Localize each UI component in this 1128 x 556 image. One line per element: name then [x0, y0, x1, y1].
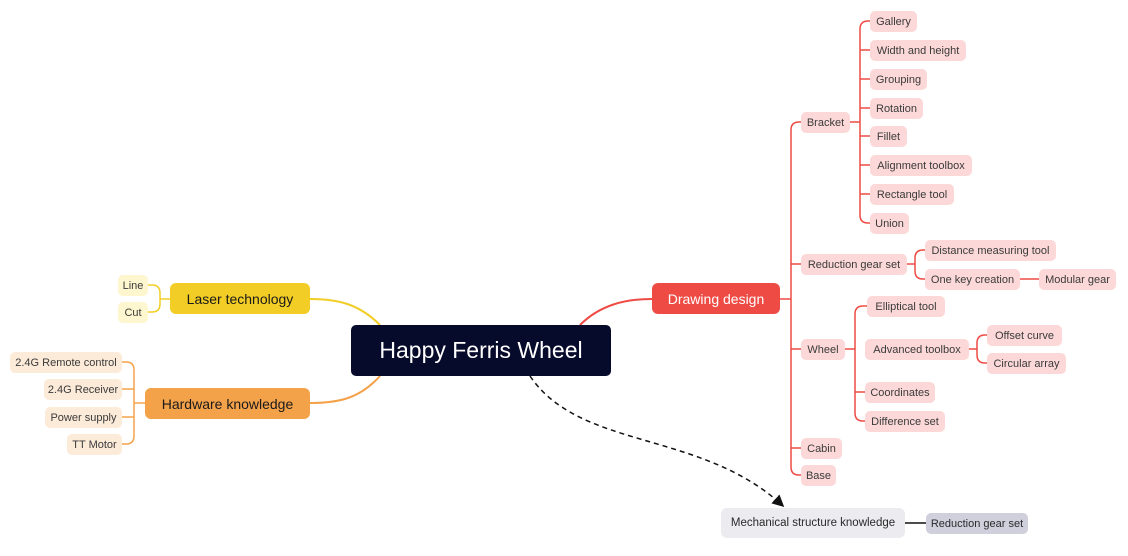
modular-gear-node[interactable]: Modular gear [1039, 269, 1116, 290]
mechanical-structure-node[interactable]: Mechanical structure knowledge [721, 508, 905, 538]
cut-node[interactable]: Cut [118, 302, 148, 323]
cabin-node[interactable]: Cabin [801, 438, 842, 459]
link-root-laser [309, 298, 381, 326]
rotation-node[interactable]: Rotation [870, 98, 923, 119]
elliptical-tool-node[interactable]: Elliptical tool [867, 296, 945, 317]
receiver-node[interactable]: 2.4G Receiver [44, 379, 122, 400]
power-supply-node[interactable]: Power supply [45, 407, 122, 428]
union-node[interactable]: Union [870, 213, 909, 234]
wheel-node[interactable]: Wheel [801, 339, 845, 360]
bracket-node[interactable]: Bracket [801, 112, 850, 133]
fillet-node[interactable]: Fillet [870, 126, 907, 147]
drawing-design-node[interactable]: Drawing design [652, 283, 780, 314]
line-node[interactable]: Line [118, 275, 148, 296]
link-root-mechanical [529, 375, 785, 508]
rectangle-tool-node[interactable]: Rectangle tool [870, 184, 954, 205]
offset-curve-node[interactable]: Offset curve [987, 325, 1062, 346]
laser-technology-node[interactable]: Laser technology [170, 283, 310, 314]
coordinates-node[interactable]: Coordinates [865, 382, 935, 403]
difference-set-node[interactable]: Difference set [865, 411, 945, 432]
root-node[interactable]: Happy Ferris Wheel [351, 325, 611, 376]
advanced-toolbox-node[interactable]: Advanced toolbox [865, 339, 969, 360]
width-and-height-node[interactable]: Width and height [870, 40, 966, 61]
distance-measuring-tool-node[interactable]: Distance measuring tool [925, 240, 1056, 261]
reduction-gear-set-node[interactable]: Reduction gear set [801, 254, 907, 275]
gallery-node[interactable]: Gallery [870, 11, 917, 32]
tt-motor-node[interactable]: TT Motor [67, 434, 122, 455]
link-root-hardware [309, 375, 381, 404]
alignment-toolbox-node[interactable]: Alignment toolbox [870, 155, 972, 176]
mechanical-reduction-gear-set-node[interactable]: Reduction gear set [926, 513, 1028, 534]
base-node[interactable]: Base [801, 465, 836, 486]
link-root-drawing [579, 298, 653, 326]
grouping-node[interactable]: Grouping [870, 69, 927, 90]
remote-control-node[interactable]: 2.4G Remote control [10, 352, 122, 373]
one-key-creation-node[interactable]: One key creation [925, 269, 1020, 290]
hardware-knowledge-node[interactable]: Hardware knowledge [145, 388, 310, 419]
circular-array-node[interactable]: Circular array [987, 353, 1066, 374]
